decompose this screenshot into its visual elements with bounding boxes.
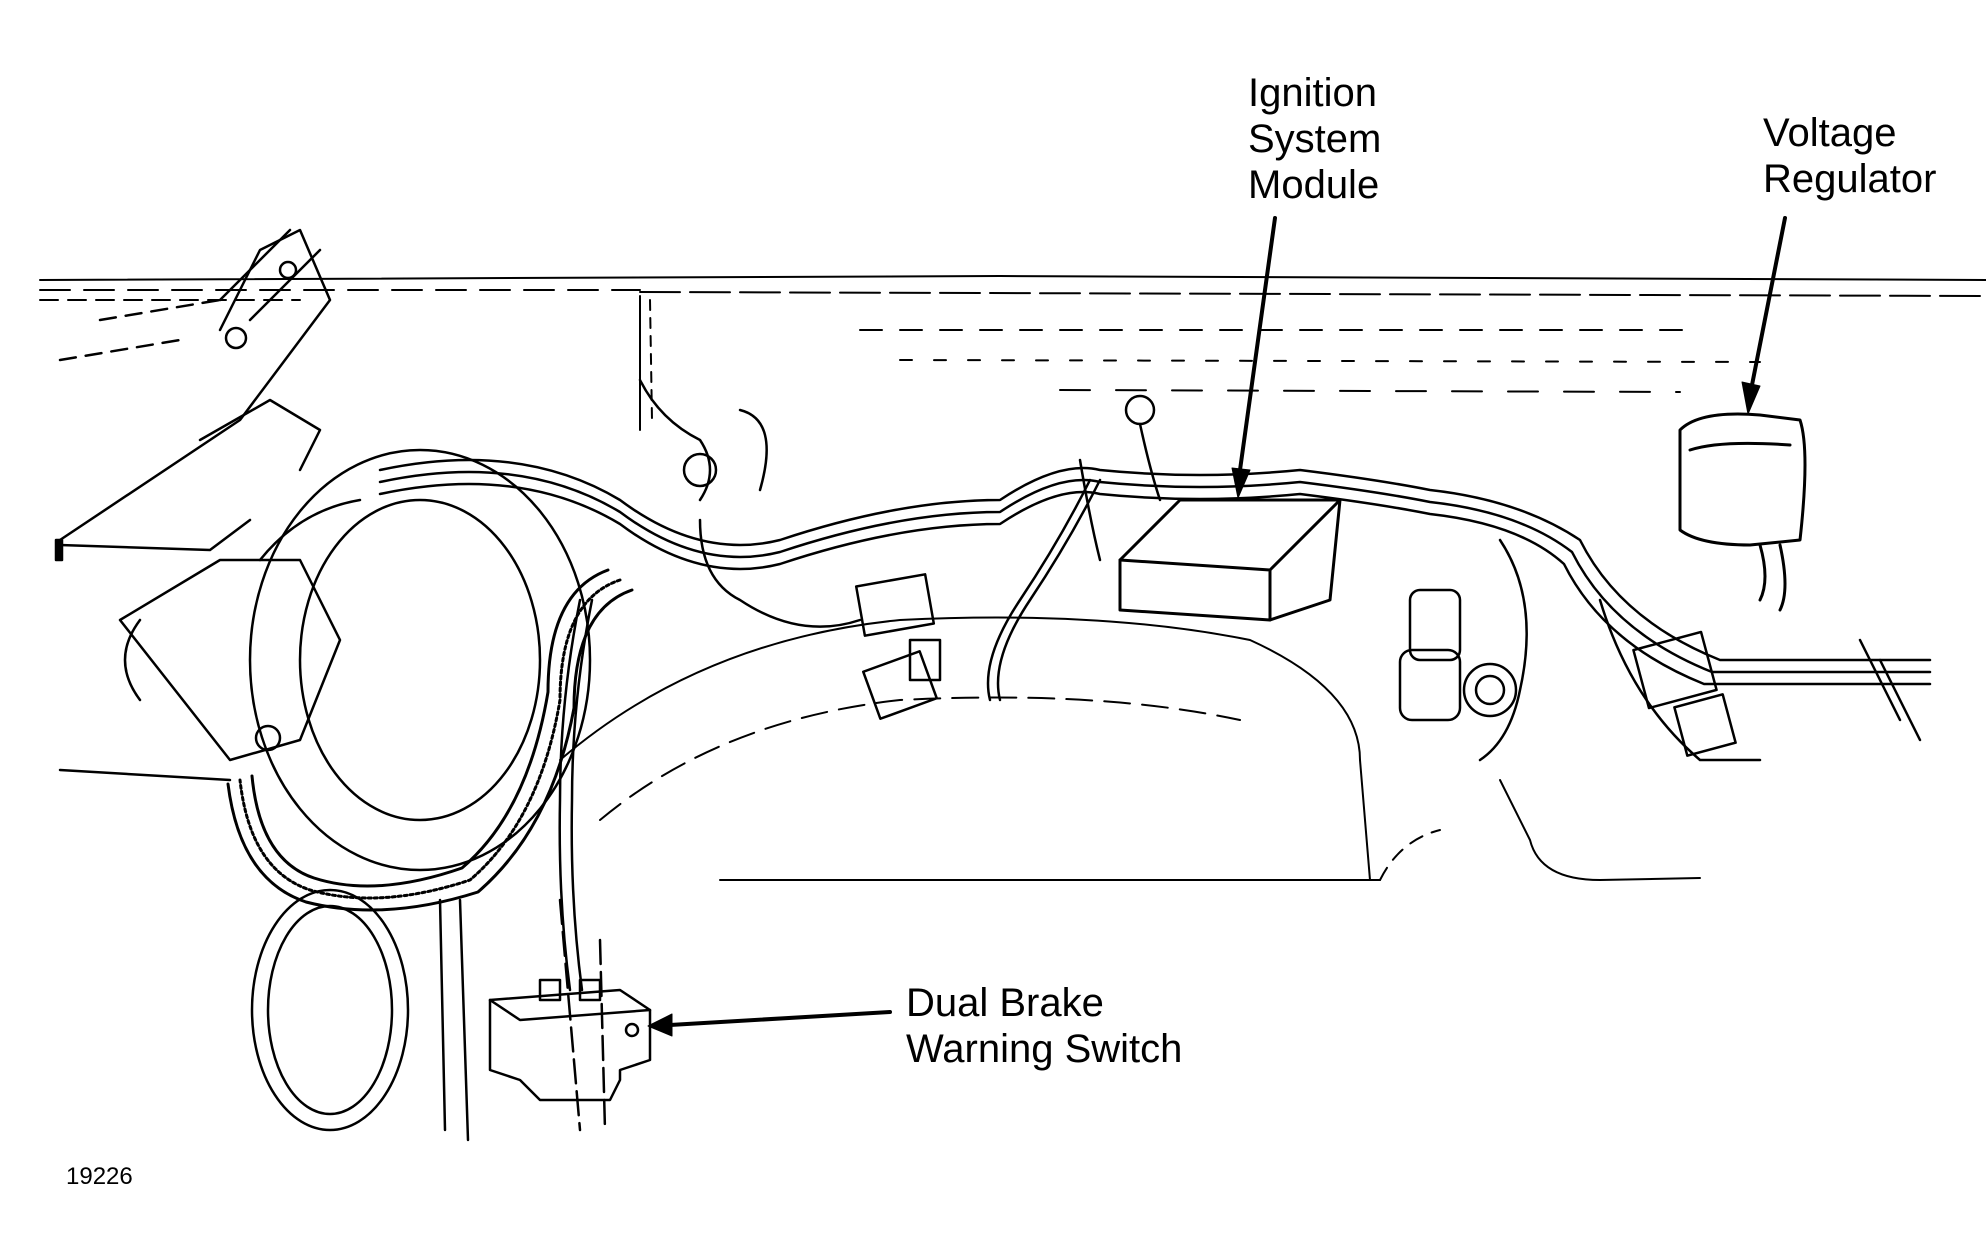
voltage-label-line-2: Regulator [1763,157,1937,201]
cowl-panel [39,275,1986,431]
dual-brake-warning-switch-label: Dual Brake Warning Switch [906,980,1182,1072]
brake-switch-lead [558,598,594,992]
main-wiring-harness [378,458,1932,702]
inner-fender [559,616,1701,881]
ignition-label-line-3: Module [1248,163,1380,207]
dual-brake-warning-switch [488,978,652,1102]
right-side-connectors [1398,538,1922,762]
brake-label-line-2: Warning Switch [906,1027,1183,1071]
voltage-regulator [1678,412,1807,612]
left-coiled-harness [226,568,634,912]
voltage-regulator-label: Voltage Regulator [1763,110,1936,202]
ignition-system-module [1118,498,1342,622]
brake-booster [58,448,592,872]
voltage-label-line-1: Voltage [1763,111,1897,155]
shock-tower [250,888,607,1142]
figure-number: 19226 [66,1163,133,1190]
ignition-system-module-label: Ignition System Module [1248,70,1381,208]
brake-label-line-1: Dual Brake [906,981,1104,1025]
callout-arrows [647,216,1787,1037]
hood-hinge-assembly [54,228,332,562]
harness-connectors [638,378,1162,721]
ignition-label-line-1: Ignition [1248,71,1377,115]
ignition-label-line-2: System [1248,117,1382,161]
